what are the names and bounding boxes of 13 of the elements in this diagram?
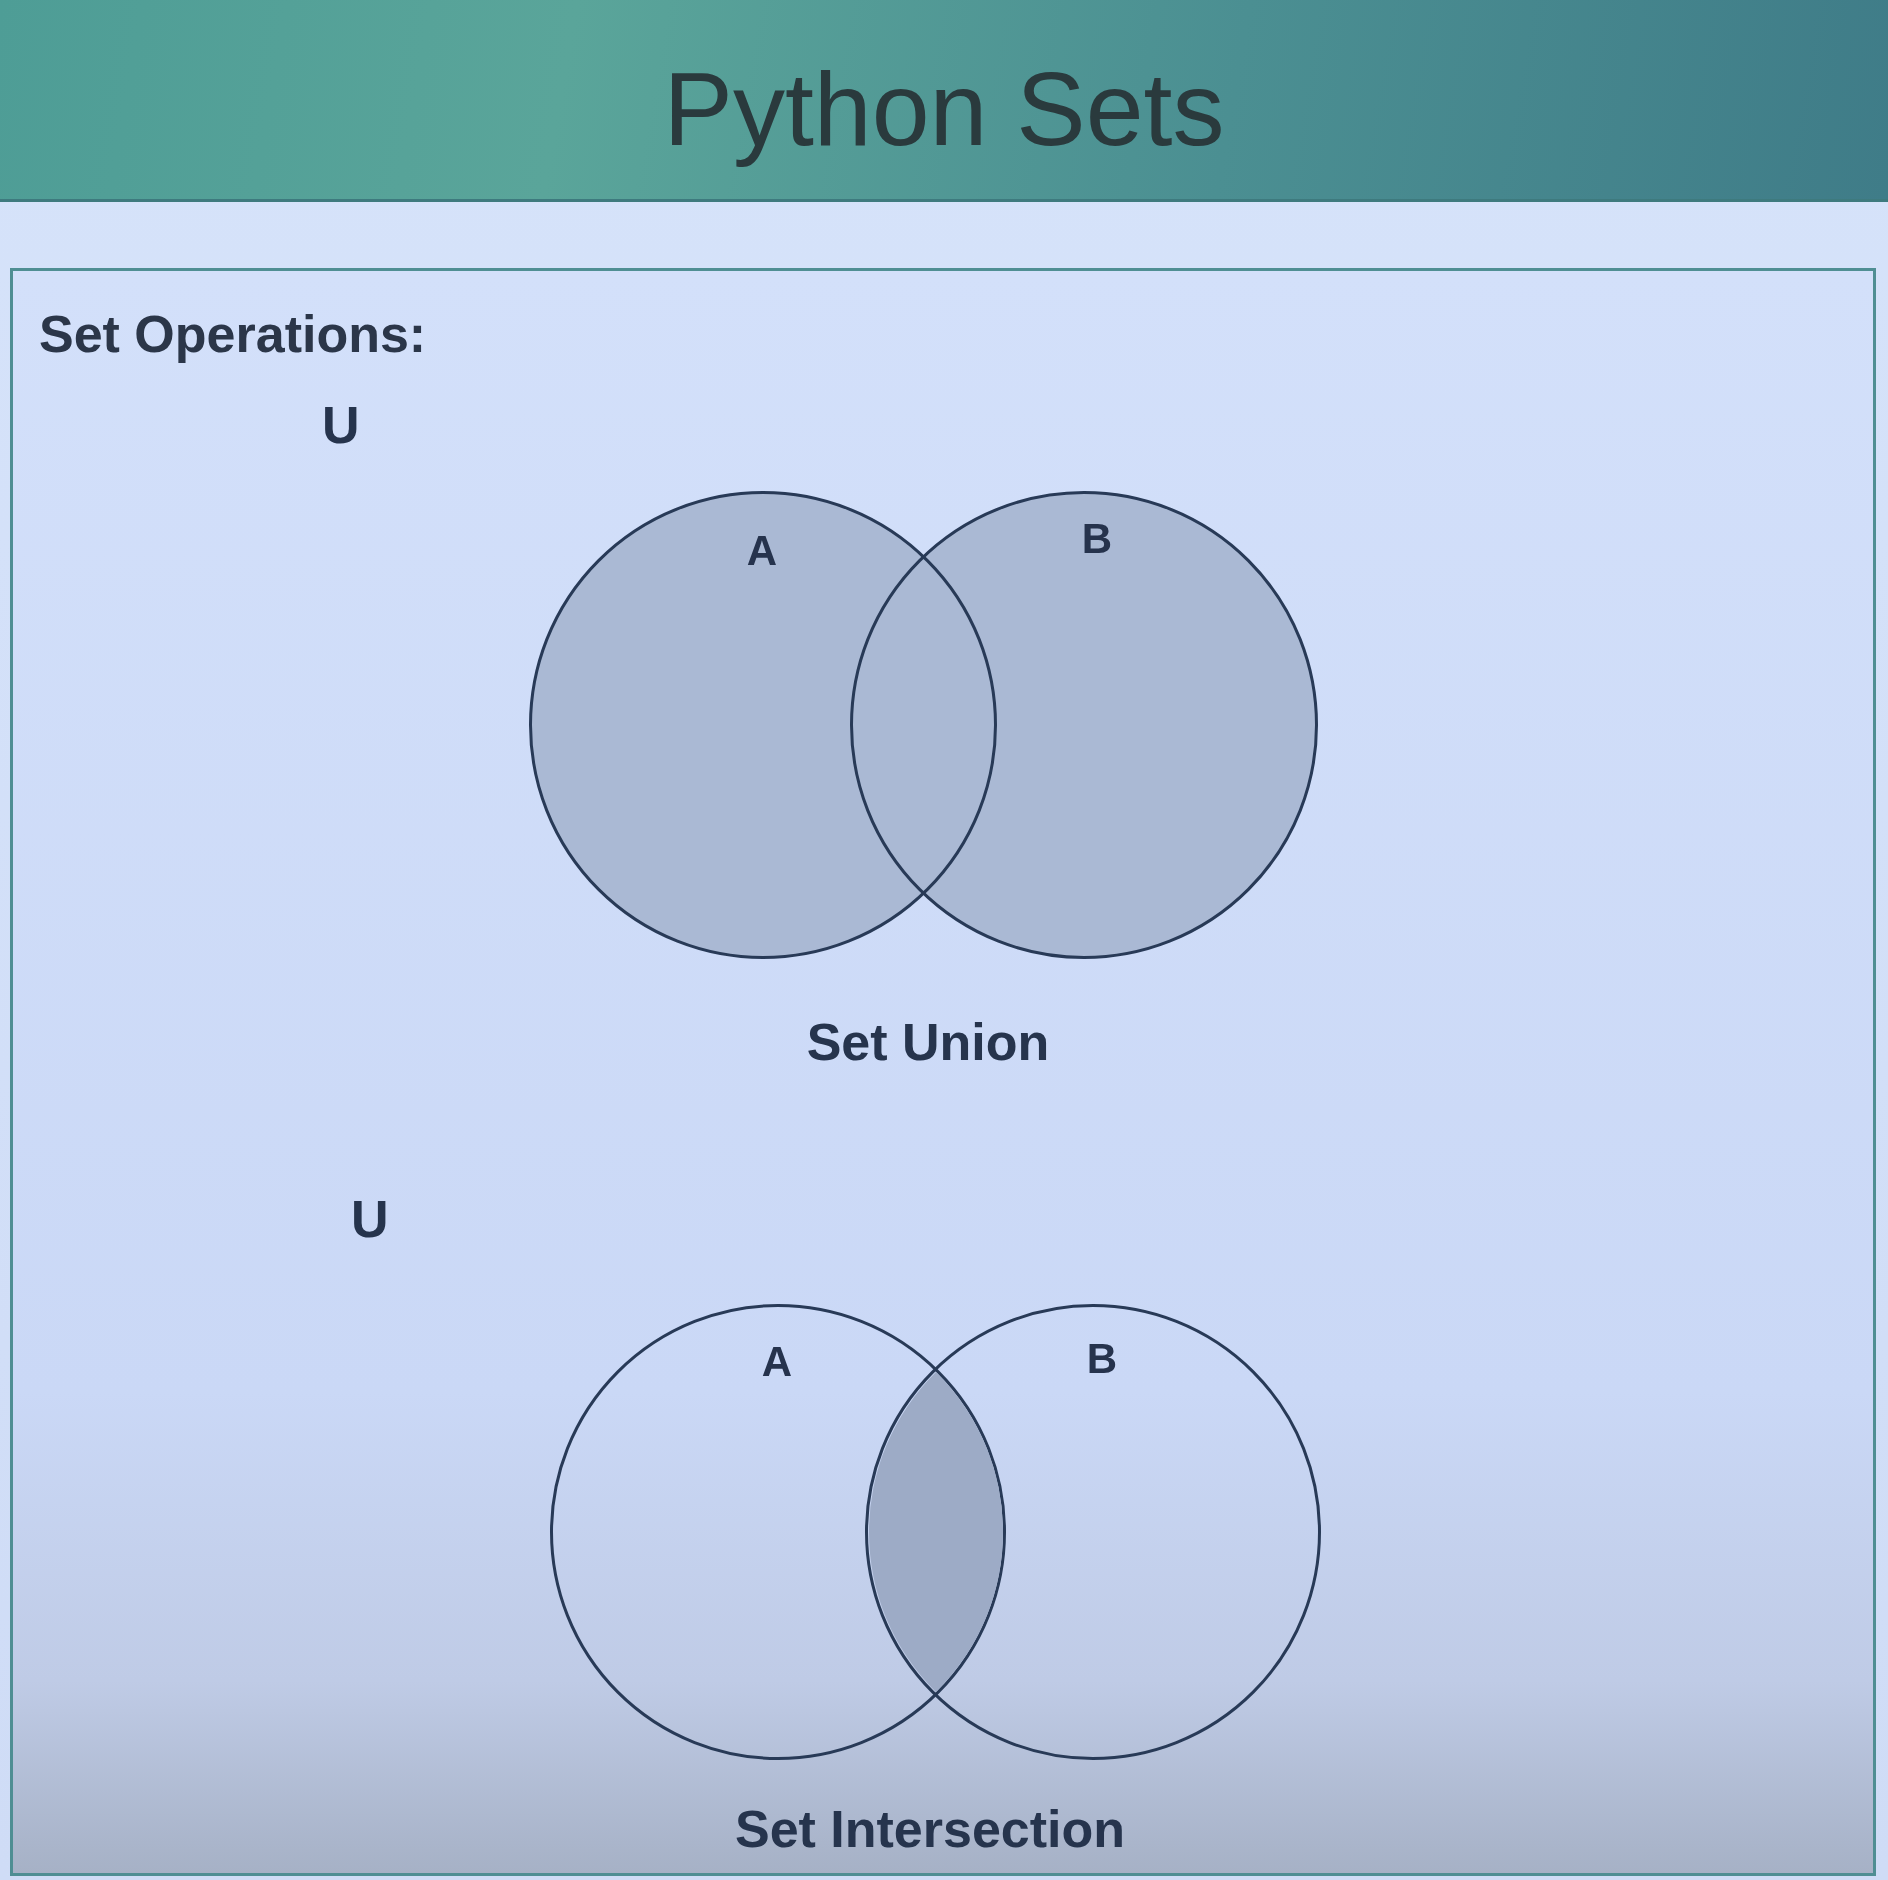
diagram-caption: Set Intersection	[734, 1799, 1126, 1860]
operator-symbol: U	[351, 1189, 389, 1250]
set-label: A	[746, 526, 778, 576]
diagram-caption: Set Union	[806, 1012, 1050, 1073]
content-panel	[10, 268, 1876, 1876]
operator-symbol: U	[322, 395, 360, 456]
shaded-intersection-region	[868, 1372, 1003, 1692]
set-label: B	[1086, 1334, 1118, 1384]
slide-title: Python Sets	[663, 50, 1225, 169]
set-label: A	[761, 1337, 793, 1387]
set-circle	[850, 491, 1318, 959]
panel-heading: Set Operations:	[39, 304, 427, 365]
set-label: B	[1081, 514, 1113, 564]
